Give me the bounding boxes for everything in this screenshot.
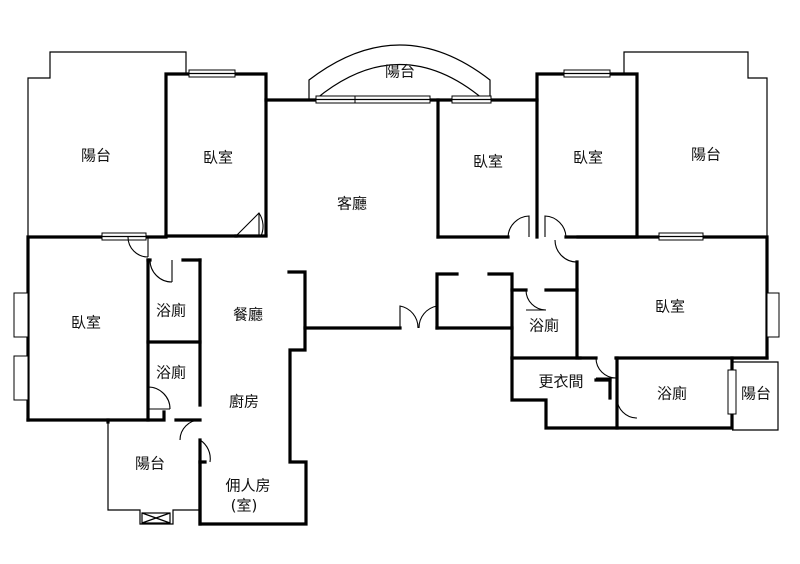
room-label-bath-right: 浴廁 (529, 317, 559, 335)
room-label-balcony-small-right: 陽台 (741, 385, 771, 403)
room-label-dining-room: 餐廳 (233, 306, 263, 324)
room-label-servant-room: 佣人房 (225, 477, 270, 495)
room-label-bedroom-1: 臥室 (203, 149, 233, 167)
room-label-dressing-room: 更衣間 (538, 373, 583, 391)
room-label-bedroom-left: 臥室 (71, 314, 101, 332)
doors (127, 212, 638, 463)
room-label-living-room: 客廳 (337, 195, 367, 213)
room-label-bath-2: 浴廁 (156, 364, 186, 382)
room-label-balcony-bottom-left: 陽台 (135, 455, 165, 473)
room-label-balcony-left: 陽台 (81, 147, 111, 165)
room-label-balcony-right: 陽台 (691, 146, 721, 164)
room-label-bedroom-2: 臥室 (473, 153, 503, 171)
room-labels: 陽台 陽台 臥室 客廳 臥室 臥室 陽台 臥室 浴廁 餐廳 浴廁 廚房 陽台 佣… (71, 63, 771, 515)
balcony-outlines (27, 44, 779, 525)
room-label-kitchen: 廚房 (229, 393, 259, 411)
room-label-bedroom-3: 臥室 (573, 149, 603, 167)
room-label-servant-room-sub: (室) (231, 497, 258, 515)
room-label-balcony-top: 陽台 (385, 63, 415, 81)
room-label-master-bath: 浴廁 (657, 385, 687, 403)
room-label-bath-1: 浴廁 (156, 302, 186, 320)
room-label-bedroom-right: 臥室 (655, 298, 685, 316)
windows (13, 69, 780, 415)
